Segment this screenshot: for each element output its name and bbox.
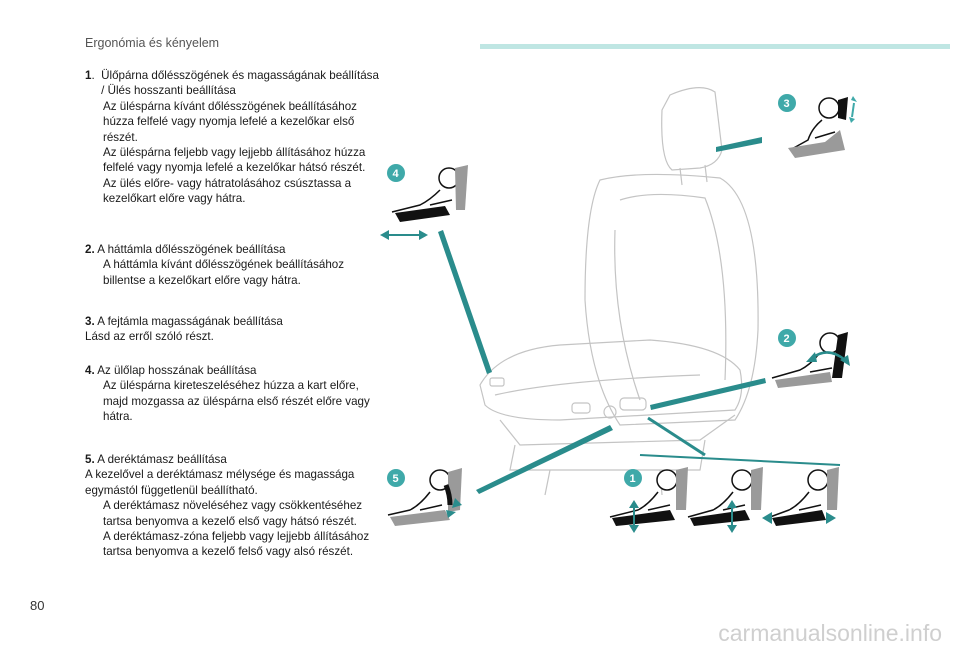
section-5-text: A kezelővel a deréktámasz mélysége és ma… bbox=[85, 468, 355, 497]
svg-text:3: 3 bbox=[784, 98, 790, 110]
section-1-bullet-1: Az üléspárna kívánt dőlésszögének beállí… bbox=[85, 99, 385, 145]
cushion-length-pictogram bbox=[380, 165, 468, 240]
lumbar-pictogram bbox=[387, 468, 462, 526]
bullet-icon bbox=[85, 145, 103, 176]
section-4-bullet-1: Az üléspárna kireteszeléséhez húzza a ka… bbox=[85, 378, 385, 424]
page-number: 80 bbox=[30, 598, 45, 613]
bullet-icon bbox=[85, 498, 103, 529]
section-5-heading: 5. A deréktámasz beállítása bbox=[85, 452, 385, 467]
bullet-icon bbox=[85, 257, 103, 288]
watermark: carmanualsonline.info bbox=[718, 620, 942, 646]
header-accent-bar bbox=[480, 44, 950, 49]
badge-2: 2 bbox=[778, 329, 796, 347]
svg-text:2: 2 bbox=[784, 333, 790, 345]
section-2: 2. A háttámla dőlésszögének beállítása A… bbox=[85, 242, 385, 288]
pointer-lines bbox=[438, 137, 841, 494]
svg-text:1: 1 bbox=[630, 473, 636, 485]
section-1-number: 1 bbox=[85, 69, 92, 82]
badge-1: 1 bbox=[624, 469, 642, 487]
section-4-number: 4. bbox=[85, 364, 95, 377]
section-2-number: 2. bbox=[85, 243, 95, 256]
bullet-icon bbox=[85, 99, 103, 145]
section-1-heading: 1 . Ülőpárna dőlésszögének és magasságán… bbox=[85, 68, 385, 99]
badge-5: 5 bbox=[387, 469, 405, 487]
cushion-tilt-height-pictograms bbox=[609, 467, 839, 533]
svg-text:4: 4 bbox=[393, 168, 400, 180]
section-3: 3. A fejtámla magasságának beállítása Lá… bbox=[85, 314, 385, 345]
headrest-pictogram bbox=[788, 96, 857, 158]
section-2-bullet-1: A háttámla kívánt dőlésszögének beállítá… bbox=[85, 257, 385, 288]
section-3-title: A fejtámla magasságának beállítása bbox=[97, 315, 283, 328]
badge-3: 3 bbox=[778, 94, 796, 112]
section-5: 5. A deréktámasz beállítása A kezelővel … bbox=[85, 452, 385, 560]
bullet-icon bbox=[85, 529, 103, 560]
section-3-text: Lásd az erről szóló részt. bbox=[85, 330, 214, 344]
section-4-title: Az ülőlap hosszának beállítása bbox=[97, 364, 257, 377]
section-5-bullet-1: A deréktámasz növeléséhez vagy csökkenté… bbox=[85, 498, 385, 529]
section-1-title: Ülőpárna dőlésszögének és magasságának b… bbox=[101, 69, 379, 98]
section-1: 1 . Ülőpárna dőlésszögének és magasságán… bbox=[85, 68, 385, 207]
svg-text:5: 5 bbox=[393, 473, 399, 485]
bullet-icon bbox=[85, 176, 103, 207]
section-header: Ergonómia és kényelem bbox=[85, 36, 220, 50]
section-2-title: A háttámla dőlésszögének beállítása bbox=[97, 243, 286, 256]
section-5-title: A deréktámasz beállítása bbox=[97, 453, 227, 466]
section-5-bullet-2: A deréktámasz-zóna feljebb vagy lejjebb … bbox=[85, 529, 385, 560]
section-3-heading: 3. A fejtámla magasságának beállítása bbox=[85, 314, 385, 329]
section-5-number: 5. bbox=[85, 453, 95, 466]
backrest-pictogram bbox=[771, 332, 850, 388]
section-4-heading: 4. Az ülőlap hosszának beállítása bbox=[85, 363, 385, 378]
section-4: 4. Az ülőlap hosszának beállítása Az ülé… bbox=[85, 363, 385, 425]
section-3-number: 3. bbox=[85, 315, 95, 328]
section-1-bullet-3: Az ülés előre- vagy hátratolásához csúsz… bbox=[85, 176, 385, 207]
section-2-heading: 2. A háttámla dőlésszögének beállítása bbox=[85, 242, 385, 257]
seat-adjustment-illustration: 3 4 2 5 1 bbox=[380, 87, 857, 533]
bullet-icon bbox=[85, 378, 103, 424]
section-1-bullet-2: Az üléspárna feljebb vagy lejjebb állítá… bbox=[85, 145, 385, 176]
badge-4: 4 bbox=[387, 164, 405, 182]
